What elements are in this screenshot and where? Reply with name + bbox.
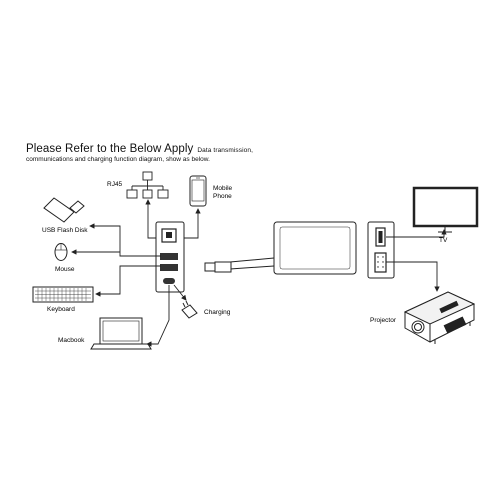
projector-icon [403,291,476,344]
title-main: Please Refer to the Below Apply [26,143,194,155]
vga-port [374,252,387,273]
mouse-label: Mouse [55,266,75,273]
right-hub [367,221,395,279]
mobile-phone-label-1: Mobile [213,185,233,192]
usb-flash-disk-label: USB Flash Disk [42,227,88,234]
charging-label: Charging [204,309,231,316]
diagram-subtitle: communications and charging function dia… [26,156,210,163]
macbook-icon [90,317,152,350]
keyboard-label: Keyboard [47,306,75,313]
left-hub [155,221,185,293]
mouse-icon [54,243,68,261]
rj45-network-icon [126,171,169,199]
usb-port-1 [160,253,178,260]
projector-label: Projector [370,317,397,324]
tv-icon [412,186,479,233]
mobile-phone-label-2: Phone [213,193,232,200]
usb-flash-disk-icon [43,197,85,223]
title-sub: Data transmission, [197,147,254,154]
rj45-label: RJ45 [107,181,123,188]
keyboard-icon [32,286,94,303]
adapter-body [204,221,357,275]
usb-c-plug [204,262,216,272]
tv-label: TV [439,237,448,244]
usb-port-2 [160,264,178,271]
connection-lines [71,199,447,347]
charger-icon [181,300,198,319]
rj45-port-inner [166,232,172,238]
macbook-label: Macbook [58,337,85,344]
mobile-phone-icon [189,175,207,207]
usb-c-port [163,278,175,284]
